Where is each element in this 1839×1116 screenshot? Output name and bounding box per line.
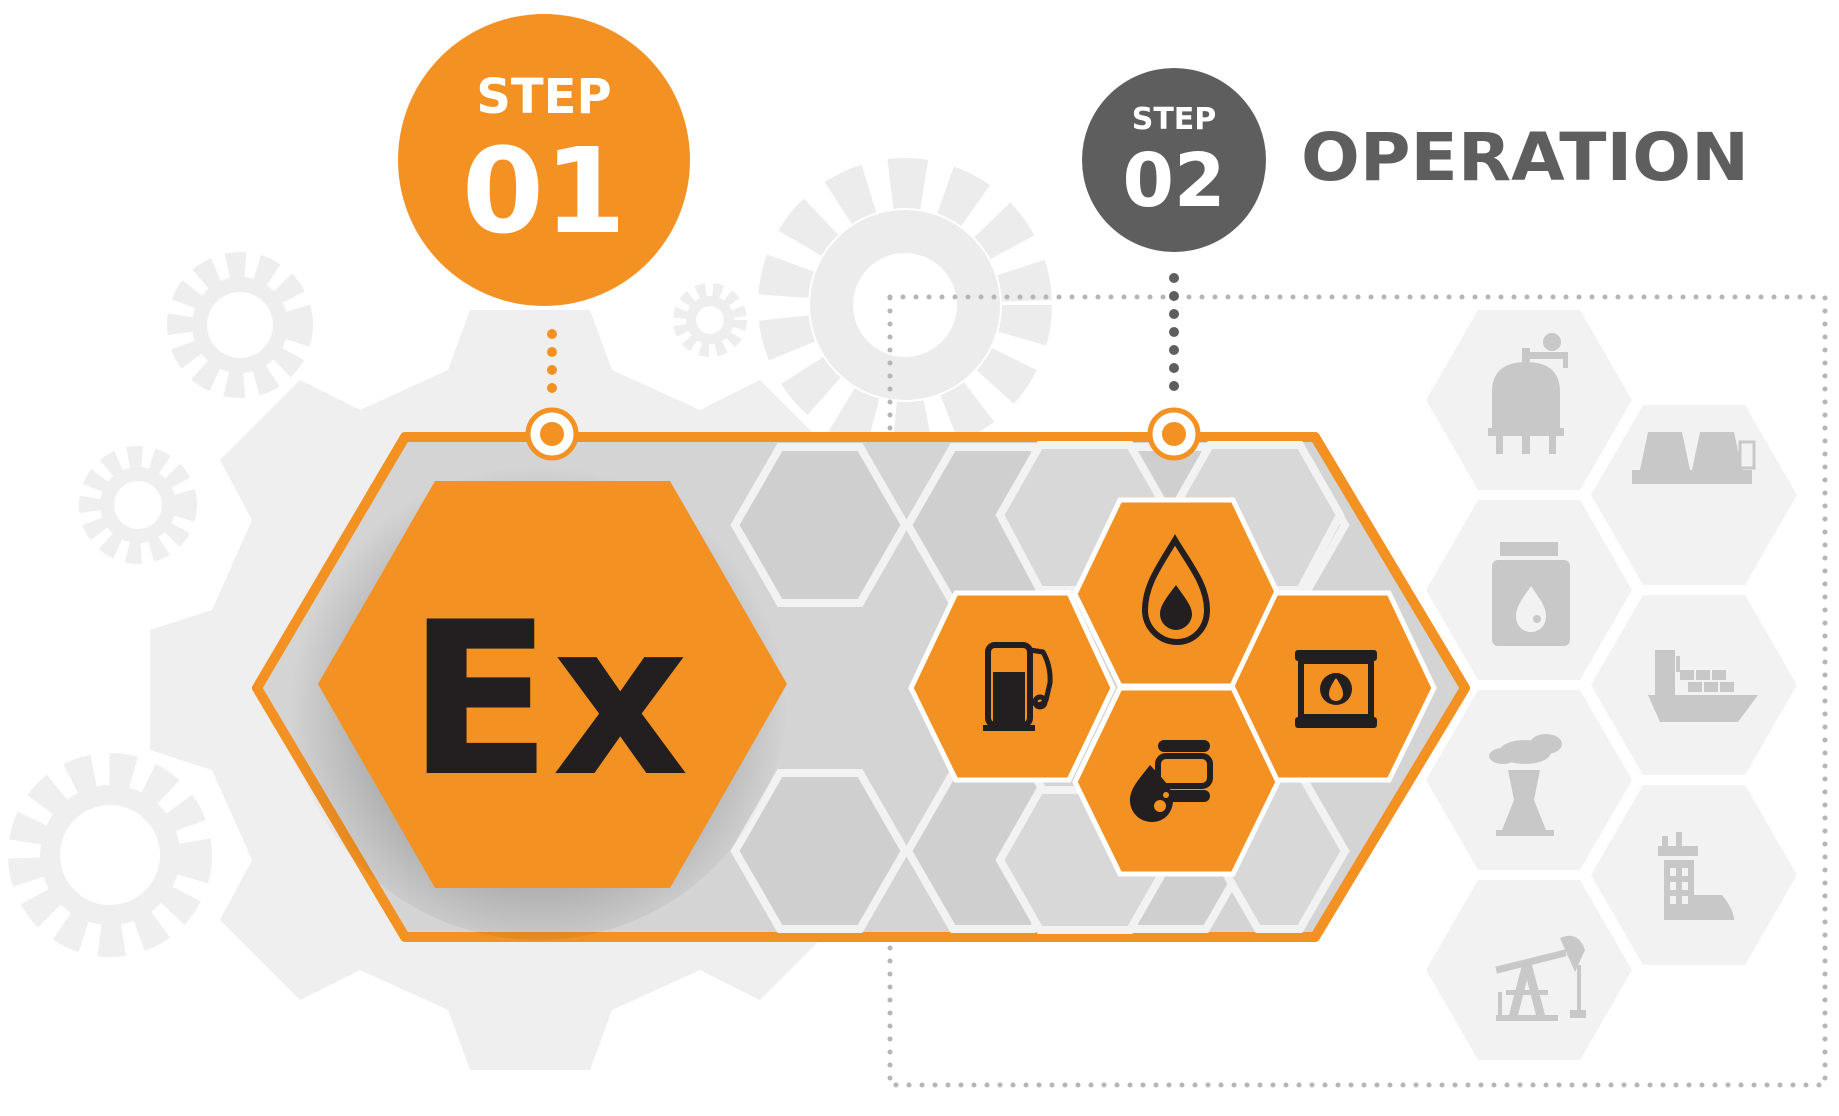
- step-02-number: 02: [1123, 138, 1226, 224]
- oil-pumpjack-icon: [1495, 935, 1586, 1021]
- cargo-ship-icon: [1648, 650, 1758, 722]
- step-02-word: STEP: [1132, 102, 1217, 137]
- step-01-badge: STEP 01: [398, 14, 690, 306]
- power-plant-icon: [1489, 734, 1562, 836]
- ex-mark: Ex: [407, 576, 689, 823]
- operation-heading: OPERATION: [1301, 119, 1749, 196]
- step-01-word: STEP: [476, 69, 611, 125]
- hex-oil-tank: [1072, 685, 1281, 877]
- gear-icon: [673, 283, 747, 357]
- oil-drops-tank-icon: [1130, 740, 1213, 822]
- refinery-tank-icon: [1488, 333, 1568, 454]
- hex-oil-barrel: [1228, 590, 1437, 783]
- gear-icon: [167, 252, 313, 398]
- operation-zone-boundary: [887, 294, 1828, 1088]
- cooling-towers-icon: [1632, 432, 1756, 484]
- step-01-number: 01: [462, 122, 626, 260]
- step-01-connector: [525, 329, 579, 461]
- operation-hexes: [1426, 310, 1797, 1060]
- step-02-badge: STEP 02: [1082, 68, 1266, 252]
- gear-icon: [8, 753, 212, 957]
- oil-canister-icon: [1492, 542, 1570, 646]
- hex-fuel-pump: [908, 590, 1116, 783]
- ex-hexagon: Ex: [288, 440, 788, 940]
- oil-drop-icon: [1141, 534, 1211, 646]
- step-02-connector: [1147, 273, 1201, 461]
- gear-icon: [79, 446, 197, 564]
- oil-barrel-icon: [1295, 650, 1377, 728]
- fuel-pump-icon: [983, 642, 1053, 731]
- gear-icon: [758, 158, 1052, 452]
- factory-icon: [1658, 832, 1734, 920]
